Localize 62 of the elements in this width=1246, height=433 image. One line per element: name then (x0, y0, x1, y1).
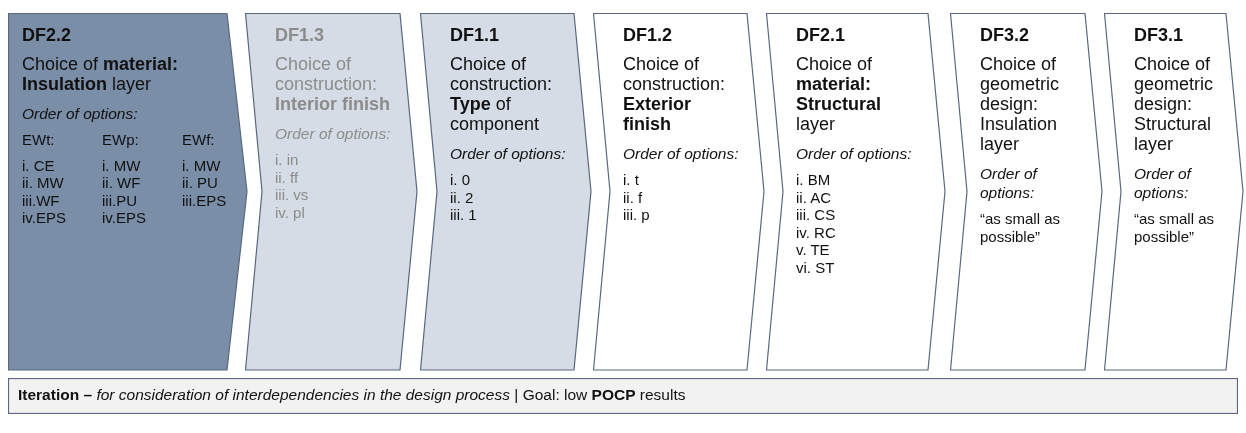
option-item: i. CE (22, 156, 56, 174)
option-item: iv.EPS (102, 209, 146, 227)
options-heading: Order of options: (623, 144, 740, 163)
option-item: iii. CS (796, 206, 837, 224)
step-code: DF1.3 (275, 25, 326, 46)
option-item: iii.PU (102, 191, 138, 209)
step-panel (950, 13, 1103, 371)
option-item: i. MW (182, 156, 222, 174)
column-heading: EWp: (102, 131, 140, 149)
option-item: ii. ff (275, 168, 300, 186)
column-heading: EWf: (182, 131, 216, 149)
option-item: “as small as possible” (1134, 210, 1216, 245)
option-item: iv. RC (796, 223, 837, 241)
step-code: DF3.1 (1134, 25, 1185, 46)
options-heading: Order of options: (1134, 164, 1193, 202)
step-title: Choice of geometric design: Structural layer (1134, 54, 1215, 154)
step-title: Choice of material: Structural layer (796, 54, 883, 134)
option-item: ii. AC (796, 188, 832, 206)
step-panel (420, 13, 592, 371)
step-code: DF2.1 (796, 25, 847, 46)
step-panel (766, 13, 946, 371)
option-item: “as small as possible” (980, 210, 1062, 245)
step-panel (8, 13, 248, 371)
options-heading: Order of options: (22, 104, 139, 123)
step-panel (593, 13, 765, 371)
option-item: iv. pl (275, 203, 306, 221)
option-item: iii.EPS (182, 191, 227, 209)
option-item: v. TE (796, 241, 831, 259)
option-item: iii. p (623, 206, 651, 224)
iteration-note: Iteration – for consideration of interdependencies in the design process | Goal: low POCP results (18, 386, 686, 403)
step-title: Choice of construction: Exterior finish (623, 54, 727, 134)
step-title: Choice of material: Insulation layer (22, 54, 180, 94)
step-code: DF1.1 (450, 25, 501, 46)
option-item: i. t (623, 171, 640, 189)
options-heading: Order of options: (450, 144, 567, 163)
step-panel (1104, 13, 1244, 371)
option-item: ii. 2 (450, 188, 475, 206)
option-item: ii. f (623, 188, 644, 206)
step-code: DF2.2 (22, 25, 73, 46)
banner-bar (8, 378, 1238, 414)
step-title: Choice of construction: Interior finish (275, 54, 391, 114)
option-item: iii. vs (275, 186, 310, 204)
option-item: vi. ST (796, 258, 836, 276)
option-item: iii. 1 (450, 206, 478, 224)
options-heading: Order of options: (275, 124, 392, 143)
step-title: Choice of construction: Type of component (450, 54, 554, 134)
option-item: i. 0 (450, 171, 471, 189)
column-heading: EWt: (22, 131, 56, 149)
step-code: DF3.2 (980, 25, 1031, 46)
step-title: Choice of geometric design: Insulation layer (980, 54, 1061, 154)
option-item: ii. WF (102, 174, 142, 192)
options-heading: Order of options: (980, 164, 1039, 202)
option-item: ii. MW (22, 174, 65, 192)
option-item: i. in (275, 151, 300, 169)
options-heading: Order of options: (796, 144, 913, 163)
option-item: i. MW (102, 156, 142, 174)
step-panel (245, 13, 418, 371)
option-item: iv.EPS (22, 209, 66, 227)
step-code: DF1.2 (623, 25, 674, 46)
option-item: i. BM (796, 171, 832, 189)
option-item: iii.WF (22, 191, 61, 209)
option-item: ii. PU (182, 174, 219, 192)
